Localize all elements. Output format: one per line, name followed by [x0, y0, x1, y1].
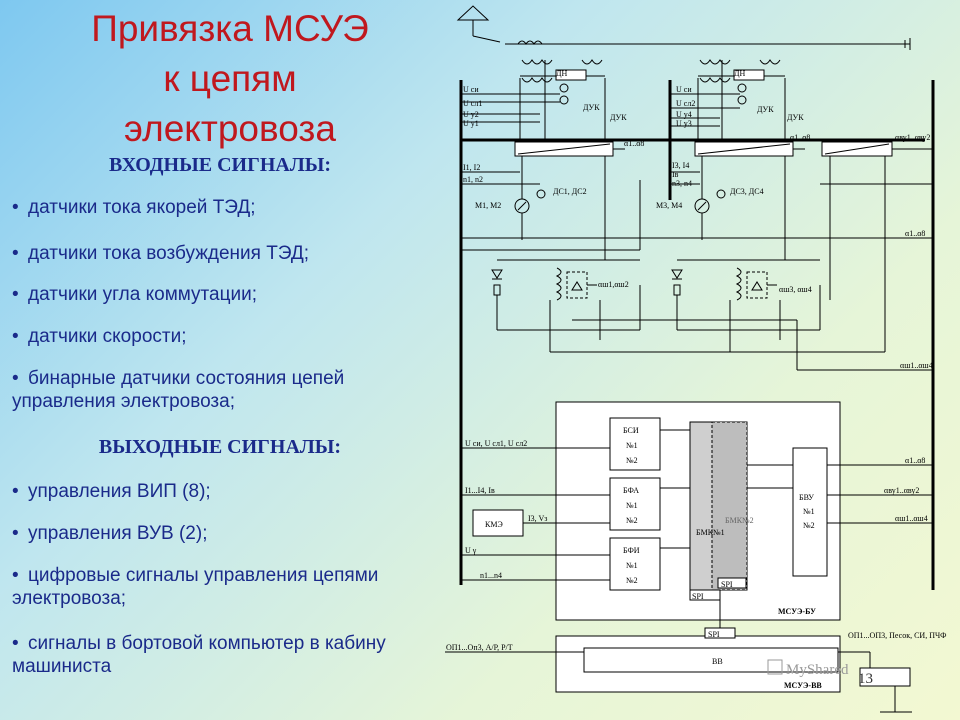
- label-bsi-n1: №1: [626, 441, 638, 450]
- label-u-sl1: U сл1: [463, 99, 482, 108]
- title-line-3: электровоза: [124, 108, 336, 149]
- pantograph-icon: [456, 5, 911, 50]
- label-in-u: U си, U сл1, U сл2: [465, 439, 527, 448]
- label-ash34: αш3, αш4: [779, 285, 812, 294]
- label-u-y2: U у2: [463, 110, 479, 119]
- label-bvu-n2: №2: [803, 521, 815, 530]
- label-u-y1: U у1: [463, 119, 479, 128]
- label-bfa-n1: №1: [626, 501, 638, 510]
- label-m34: М3, М4: [656, 201, 682, 210]
- label-bfi-n1: №1: [626, 561, 638, 570]
- label-op-out: ОП1...ОП3, Песок, СИ, ПЧФ: [848, 631, 946, 640]
- label-duk-4: ДУК: [787, 113, 804, 122]
- label-ash-out: αш1..αш4: [895, 514, 928, 523]
- label-in-i: I1...I4, Iв: [465, 486, 495, 495]
- label-n34: n3, n4: [672, 179, 692, 188]
- msue-vv-block: [445, 600, 912, 713]
- label-alpha-1: α1..α8: [624, 139, 644, 148]
- label-u-y3: U у3: [676, 119, 692, 128]
- input-item: •датчики угла коммутации;: [12, 284, 257, 305]
- motor-icon: [514, 156, 726, 240]
- label-ash14: αш1..αш4: [900, 361, 933, 370]
- label-vv: ВВ: [712, 657, 723, 666]
- circuit-diagram: U си U сл1 U у2 U у1 U си U сл2 U у4 U у…: [445, 5, 946, 713]
- label-duk: ДУК: [583, 103, 600, 112]
- label-bvu-n1: №1: [803, 507, 815, 516]
- converter-blocks: [514, 141, 933, 157]
- label-spi-1: SPI: [692, 592, 704, 601]
- label-m12: М1, М2: [475, 201, 501, 210]
- output-item: •сигналы в бортовой компьютер в кабину м…: [12, 633, 386, 677]
- title-line-1: Привязка МСУЭ: [91, 8, 369, 49]
- output-item: •управления ВИП (8);: [12, 481, 211, 502]
- label-bfa-n2: №2: [626, 516, 638, 525]
- output-item: •цифровые сигналы управления цепями элек…: [12, 565, 379, 609]
- input-item: •датчики скорости;: [12, 326, 187, 347]
- label-duk-2: ДУК: [610, 113, 627, 122]
- label-alpha-2: α1..α8: [790, 133, 810, 142]
- label-ds34: ДС3, ДС4: [730, 187, 764, 196]
- label-avu: αву1..αву2: [895, 133, 930, 142]
- label-bvu: БВУ: [799, 493, 814, 502]
- label-msue-bu: МСУЭ-БУ: [778, 607, 816, 616]
- label-alpha-3: α1..α8: [905, 229, 925, 238]
- label-u-gamma: U γ: [465, 546, 477, 555]
- input-item: •датчики тока якорей ТЭД;: [12, 197, 256, 218]
- label-bmk1: БМК№1: [696, 528, 725, 537]
- label-spi-3: SPI: [708, 630, 720, 639]
- title-line-2: к цепям: [163, 58, 297, 99]
- label-bsi: БСИ: [623, 426, 639, 435]
- label-u-si: U си: [463, 85, 479, 94]
- label-msue-vv: МСУЭ-ВВ: [784, 681, 822, 690]
- label-bfa: БФА: [623, 486, 639, 495]
- label-bfi-n2: №2: [626, 576, 638, 585]
- label-i12: I1, I2: [463, 163, 480, 172]
- label-n12: n1, n2: [463, 175, 483, 184]
- input-item: •датчики тока возбуждения ТЭД;: [12, 243, 310, 264]
- label-ia: Iв: [672, 170, 679, 179]
- slide-title: Привязка МСУЭ к цепям электровоза: [30, 4, 430, 154]
- watermark: MyShared: [767, 659, 849, 678]
- transformer-coils: [519, 59, 786, 140]
- label-ash12: αш1,αш2: [598, 280, 629, 289]
- input-item: •бинарные датчики состояния цепей управл…: [12, 368, 345, 412]
- label-dn-2: ДН: [734, 69, 745, 78]
- label-bsi-n2: №2: [626, 456, 638, 465]
- label-dn: ДН: [556, 69, 567, 78]
- output-item: •управления ВУВ (2);: [12, 523, 208, 544]
- label-bfi: БФИ: [623, 546, 640, 555]
- label-duk-3: ДУК: [757, 105, 774, 114]
- label-spi-2: SPI: [721, 580, 733, 589]
- label-op-in: ОП1...Оп3, А/Р, Р/Т: [446, 643, 513, 652]
- outputs-heading: ВЫХОДНЫЕ СИГНАЛЫ:: [98, 436, 342, 458]
- label-u-sl2: U сл2: [676, 99, 695, 108]
- inputs-heading: ВХОДНЫЕ СИГНАЛЫ:: [108, 154, 332, 176]
- label-kme: КМЭ: [485, 520, 503, 529]
- label-bmk2: БМК№2: [725, 516, 754, 525]
- label-in-iv: I3, Vз: [528, 514, 547, 523]
- label-u-si-2: U си: [676, 85, 692, 94]
- svg-text:MyShared: MyShared: [786, 662, 849, 678]
- label-alpha-out: α1..α8: [905, 456, 925, 465]
- label-u-y4: U у4: [676, 110, 692, 119]
- label-ds12: ДС1, ДС2: [553, 187, 587, 196]
- label-i34: I3, I4: [672, 161, 689, 170]
- page-number: 13: [858, 671, 873, 687]
- label-avu-out: αву1..αву2: [884, 486, 919, 495]
- msue-bu-block: [461, 401, 933, 621]
- label-n14: n1...n4: [480, 571, 502, 580]
- bullet: •: [12, 197, 19, 218]
